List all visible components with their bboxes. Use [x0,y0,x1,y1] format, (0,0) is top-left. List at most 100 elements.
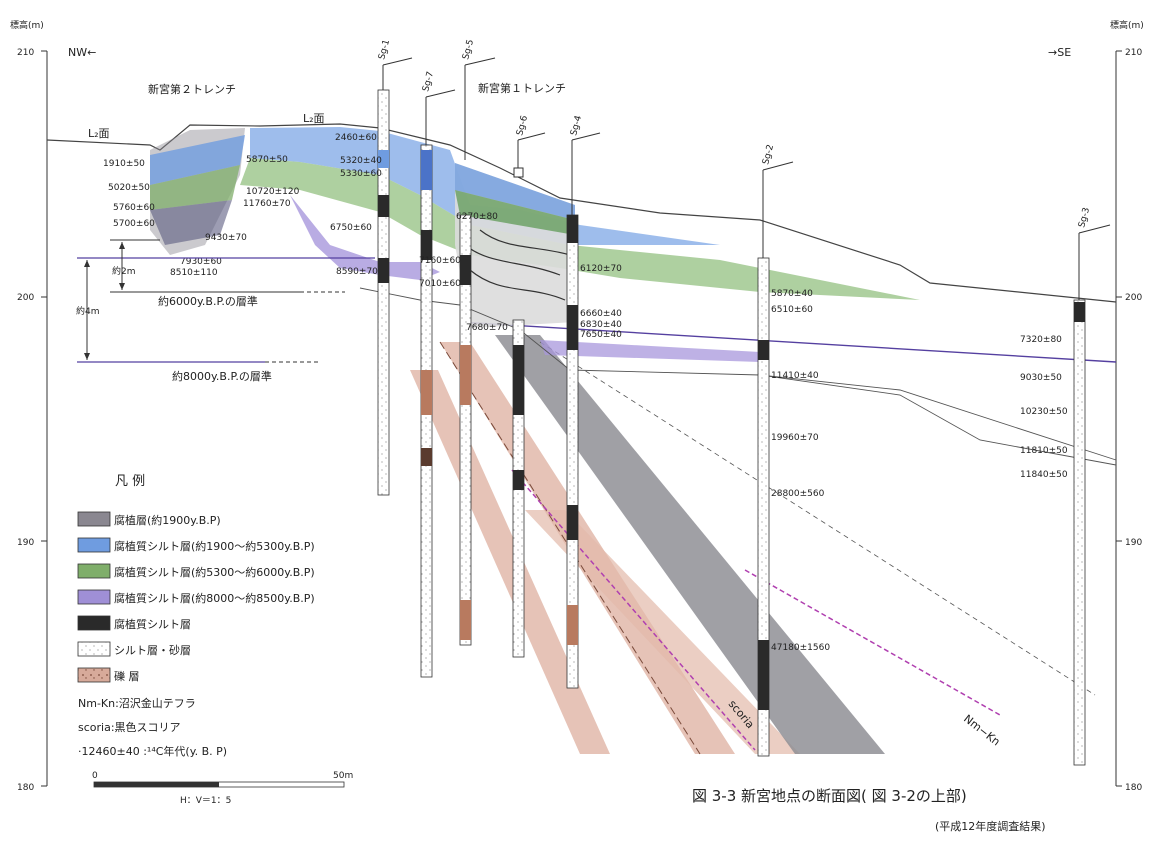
legend-item: シルト層・砂層 [77,641,191,657]
date-label: 6750±60 [330,223,372,233]
dates-sg1: 2460±60 5870±50 5320±40 5330±60 6750±60 … [246,133,382,277]
surface-label-center: L₂面 [303,112,325,125]
date-label: 5760±60 [113,203,155,213]
legend-item: 腐植質シルト層(約1900〜約5300y.B.P) [77,537,315,553]
dates-trench2: 1910±50 5020±50 5760±60 5700±60 9430±70 … [103,159,247,278]
date-label: 19960±70 [771,433,819,443]
figure-caption: 図 3-3 新宮地点の断面図( 図 3-2の上部) [692,787,967,805]
date-label: 11410±40 [771,371,819,381]
date-label: 11810±50 [1020,446,1068,456]
dates-sg4: 6120±70 6660±40 6830±40 7650±40 [580,264,622,340]
trench2-title: 新宮第２トレンチ [148,82,236,96]
upper-layers [46,123,1117,466]
date-label: 9030±50 [1020,373,1062,383]
date-label: 10230±50 [1020,407,1068,417]
legend-swatch [77,537,111,553]
date-label: 6120±70 [580,264,622,274]
legend-swatch [77,641,111,657]
dates-sg5: 6270±80 7680±70 [456,212,508,333]
date-label: 7680±70 [466,323,508,333]
borehole-sg5: Sg-5 [459,38,496,646]
date-label: 7650±40 [580,330,622,340]
nmkn-annotation: Nm−Kn [961,712,1002,748]
date-label: 6510±60 [771,305,813,315]
date-label: 47180±1560 [771,643,830,653]
date-label: 7320±80 [1020,335,1062,345]
label-sg1: Sg-1 [377,38,392,60]
left-tick-210: 210 [17,48,34,58]
label-sg5: Sg-5 [461,38,476,60]
legend-item: 腐植層(約1900y.B.P) [77,511,221,527]
legend-note: Nm-Kn:沼沢金山テフラ [78,696,196,710]
legend-note: scoria:黒色スコリア [78,720,181,734]
legend-title: 凡 例 [115,474,145,489]
label-sg2: Sg-2 [761,143,776,165]
legend-label: 腐植質シルト層(約5300〜約6000y.B.P) [114,565,315,579]
surface-label-left: L₂面 [88,127,110,140]
date-label: 28800±560 [771,489,825,499]
legend-label: 腐植質シルト層(約1900〜約5300y.B.P) [114,539,315,553]
date-label: 8510±110 [170,268,218,278]
date-label: 11760±70 [243,199,291,209]
legend-swatch [77,667,111,683]
dates-sg3: 7320±80 9030±50 10230±50 11810±50 11840±… [1020,335,1068,480]
legend-label: 腐植層(約1900y.B.P) [114,513,221,527]
left-tick-200: 200 [17,293,34,303]
dates-sg2: 5870±40 6510±60 11410±40 19960±70 28800±… [771,289,830,653]
date-label: 6830±40 [580,320,622,330]
date-label: 7010±60 [419,279,461,289]
date-label: 6270±80 [456,212,498,222]
legend-item: 礫 層 [77,667,140,683]
scale-zero: 0 [92,771,98,781]
level-6000-label: 約6000y.B.P.の層準 [158,294,258,308]
direction-nw: NW← [68,46,96,59]
date-label: 6660±40 [580,309,622,319]
date-label: 5330±60 [340,169,382,179]
legend-item: 腐植質シルト層(約8000〜約8500y.B.P) [77,589,315,605]
borehole-sg7: Sg-7 [420,70,456,678]
right-axis-unit: 標高(m) [1110,19,1144,31]
reference-levels: 約2m 約4m 約6000y.B.P.の層準 約8000y.B.P.の層準 [76,239,375,383]
level-8000-label: 約8000y.B.P.の層準 [172,369,272,383]
figure-subcaption: (平成12年度調査結果) [935,819,1046,833]
legend-item: 腐植質シルト層(約5300〜約6000y.B.P) [77,563,315,579]
left-axis-unit: 標高(m) [10,19,44,31]
date-label: 5870±40 [771,289,813,299]
label-sg3: Sg-3 [1077,206,1092,228]
label-sg6: Sg-6 [515,114,530,137]
date-label: 11840±50 [1020,470,1068,480]
legend-label: シルト層・砂層 [114,644,191,657]
date-label: 5020±50 [108,183,150,193]
left-tick-180: 180 [17,783,34,793]
trench1-title: 新宮第１トレンチ [478,81,566,95]
direction-se: →SE [1048,46,1071,59]
borehole-sg4: Sg-4 [566,114,601,689]
date-label: 2460±60 [335,133,377,143]
scale-end: 50m [333,771,353,781]
scale-bar: 0 50m H：V＝1：5 [92,771,353,806]
legend-note: ·12460±40 :¹⁴C年代(y. B. P) [78,744,227,758]
legend-swatch [77,511,111,527]
left-tick-190: 190 [17,538,34,548]
left-axis: 標高(m) 210 200 190 180 [10,19,48,793]
legend-label: 腐植質シルト層(約8000〜約8500y.B.P) [114,591,315,605]
right-tick-190: 190 [1125,538,1142,548]
date-label: 7160±60 [419,256,461,266]
legend-item: 腐植質シルト層 [77,615,191,631]
legend-label: 礫 層 [114,669,140,683]
date-label: 5700±60 [113,219,155,229]
right-axis: 標高(m) 210 200 190 180 [1110,19,1144,793]
date-label: 8590±70 [336,267,378,277]
legend-swatch [77,589,111,605]
approx-2m-label: 約2m [112,265,136,277]
date-label: 10720±120 [246,187,300,197]
date-label: 9430±70 [205,233,247,243]
approx-4m-label: 約4m [76,305,100,317]
dates-sg7: 10720±120 11760±70 7160±60 7010±60 [243,187,461,289]
date-label: 7930±60 [180,257,222,267]
legend-swatch [77,615,111,631]
borehole-sg1: Sg-1 [377,38,413,496]
date-label: 1910±50 [103,159,145,169]
